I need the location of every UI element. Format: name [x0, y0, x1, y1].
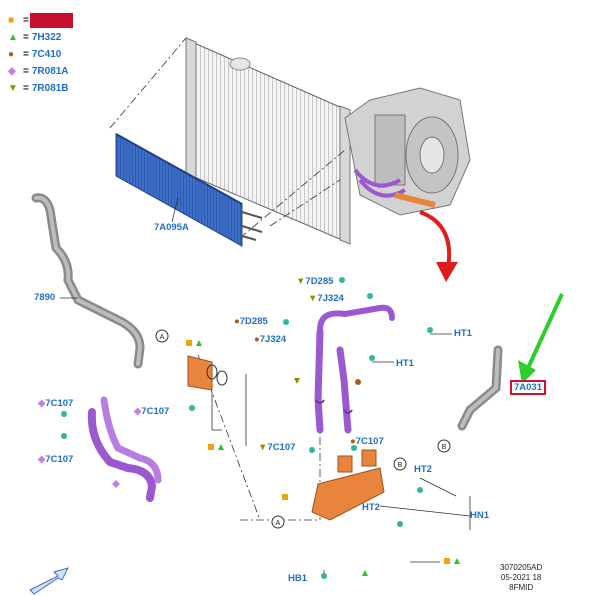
equals-sign: =: [23, 83, 29, 94]
label-7890: 7890: [34, 292, 56, 303]
label-7A031: 7A031: [510, 380, 546, 395]
drawing-model: 8FMID: [509, 583, 534, 592]
legend-code: 7H322: [31, 32, 62, 43]
square-icon: ■: [8, 15, 15, 26]
callout-circles: [155, 329, 451, 529]
callout-a-bottom: A: [276, 520, 281, 527]
orange-manifold: [311, 449, 385, 521]
callout-a-top: A: [160, 334, 165, 341]
label-7C107-b: ◆7C107: [38, 454, 74, 465]
label-7D285-mid: ●7D285: [234, 316, 268, 327]
label-7C107-d: ▼7C107: [258, 442, 296, 453]
legend: ■=7A095A▲=7H322●=7C410◆=7R081A▼=7R081B: [8, 12, 73, 97]
label-HT2-b: HT2: [362, 502, 380, 513]
red-arrow: [419, 210, 458, 282]
callout-b-center: B: [398, 462, 403, 469]
label-7J324-mid: ●7J324: [254, 334, 287, 345]
equals-sign: =: [23, 49, 29, 60]
label-7A095A: 7A095A: [154, 222, 189, 233]
label-7C107-c: ◆7C107: [134, 406, 170, 417]
transmission: [344, 87, 471, 216]
drawing-reference: 3070205AD 05-2021 18 8FMID: [500, 563, 542, 593]
label-HT1-top: HT1: [454, 328, 472, 339]
equals-sign: =: [23, 32, 29, 43]
symbol-markers: [61, 277, 460, 579]
hose-7890: [31, 193, 145, 369]
label-HN1: HN1: [470, 510, 490, 521]
label-HB1: HB1: [288, 573, 308, 584]
label-7C107-e: ●7C107: [350, 436, 384, 447]
label-7C107-a: ◆7C107: [38, 398, 74, 409]
label-HT1-mid: HT1: [396, 358, 414, 369]
circle-icon: ●: [8, 49, 15, 60]
radiator: [185, 37, 351, 245]
legend-code: 7C410: [31, 49, 62, 60]
green-arrow: [518, 293, 564, 384]
nav-arrow-icon: [29, 567, 69, 595]
label-leaders: [60, 197, 471, 578]
legend-item: ■ =7A095A: [8, 12, 73, 29]
equals-sign: =: [23, 15, 29, 26]
label-7J324-top: ▼7J324: [308, 293, 344, 304]
triangle-down-icon: ▼: [8, 83, 18, 94]
transmission-cooler: [115, 133, 263, 247]
legend-code: 7A095A: [29, 13, 73, 28]
legend-item: ● =7C410: [8, 46, 71, 63]
purple-hose-center: [314, 304, 395, 434]
label-HT2-a: HT2: [414, 464, 432, 475]
equals-sign: =: [23, 66, 29, 77]
drawing-id: 3070205AD: [500, 563, 543, 572]
legend-item: ◆ =7R081A: [8, 63, 71, 80]
drawing-date: 05-2021 18: [500, 573, 542, 582]
purple-hose-left: [87, 396, 162, 502]
pipe-7A031: [457, 345, 503, 431]
label-7D285-top: ▼7D285: [296, 276, 334, 287]
callout-b-right: B: [442, 444, 447, 451]
diamond-icon: ◆: [8, 66, 16, 77]
bracket-left: [187, 355, 228, 431]
legend-item: ▼ =7R081B: [8, 80, 71, 97]
legend-code: 7R081A: [31, 66, 69, 77]
legend-code: 7R081B: [31, 83, 69, 94]
triangle-up-icon: ▲: [8, 32, 18, 43]
legend-item: ▲ =7H322: [8, 29, 71, 46]
